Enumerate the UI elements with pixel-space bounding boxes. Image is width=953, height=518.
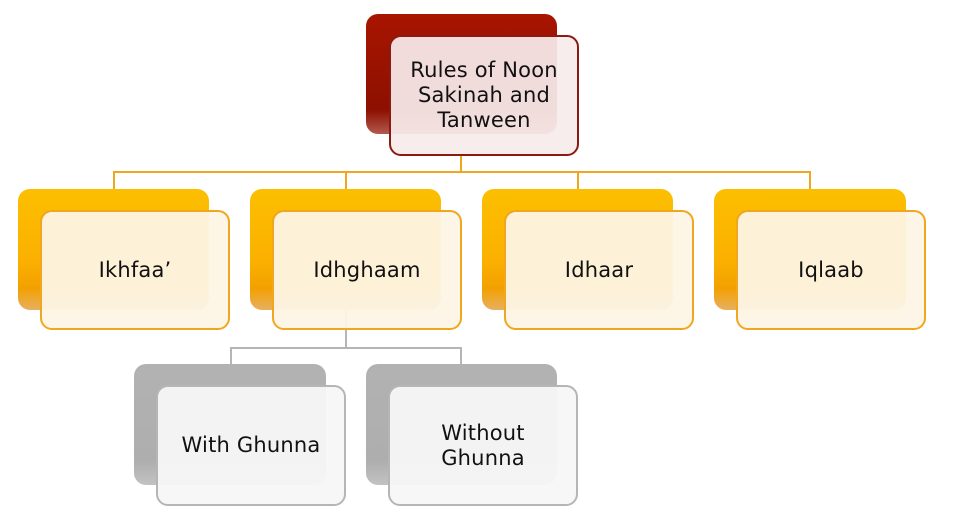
with-ghunna-node[interactable]: With Ghunna [156,385,346,506]
without-ghunna-node[interactable]: Without Ghunna [388,385,578,506]
idhghaam-label: Idhghaam [313,257,421,282]
connector-to-idhaar [577,171,579,189]
connector-level2-horizontal [230,347,462,349]
with-ghunna-label: With Ghunna [181,433,321,457]
connector-to-without-ghunna [460,347,462,364]
root-line-2: Sakinah and [417,83,551,107]
connector-to-iqlaab [809,171,811,189]
ikhfaa-label: Ikhfaa’ [98,257,172,282]
iqlaab-label: Iqlaab [798,257,864,282]
connector-root-down [460,155,462,173]
root-node[interactable]: Rules of Noon Sakinah and Tanween [389,35,579,156]
root-node-label: Rules of Noon Sakinah and Tanween [410,58,558,133]
idhghaam-node[interactable]: Idhghaam [272,210,462,330]
iqlaab-node[interactable]: Iqlaab [736,210,926,330]
connector-to-ikhfaa [113,171,115,189]
root-line-1: Rules of Noon [410,58,558,82]
without-ghunna-line-1: Without [441,420,525,445]
ikhfaa-node[interactable]: Ikhfaa’ [40,210,230,330]
connector-level1-horizontal [113,171,811,173]
root-line-3: Tanween [437,108,531,132]
connector-to-idhghaam [345,171,347,189]
idhaar-node[interactable]: Idhaar [504,210,694,330]
connector-to-with-ghunna [230,347,232,364]
without-ghunna-line-2: Ghunna [441,445,525,470]
idhaar-label: Idhaar [564,257,634,282]
without-ghunna-label: Without Ghunna [441,421,525,471]
